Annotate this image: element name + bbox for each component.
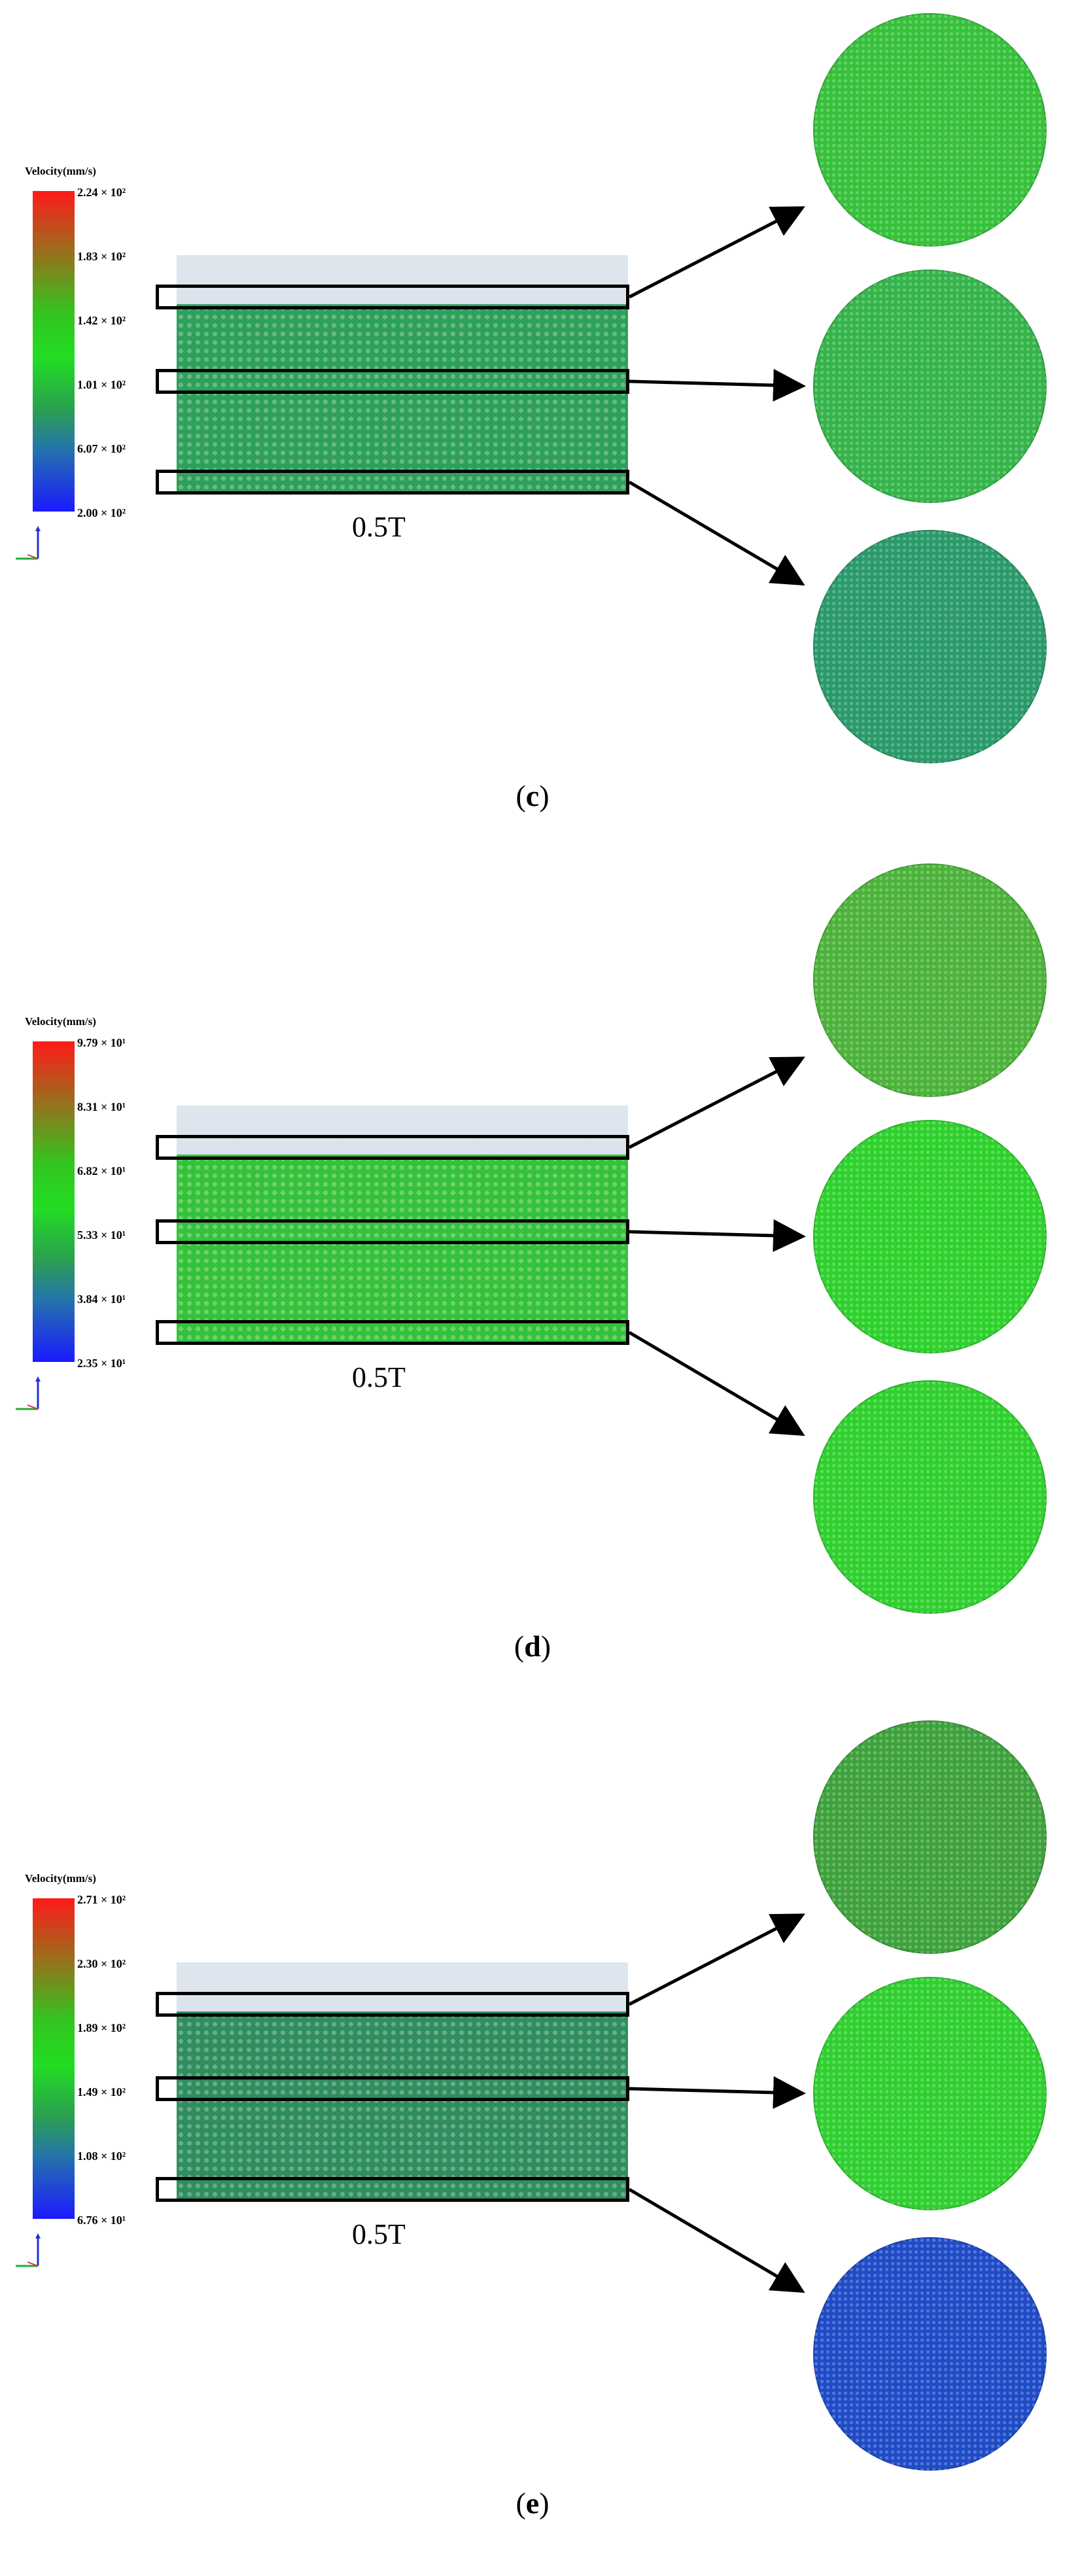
particle-bed [177,304,628,494]
colorbar-tick-label: 9.79 × 10¹ [77,1036,126,1049]
time-label: 0.5T [352,1361,406,1393]
figure-panel-e: Velocity(mm/s) 2.71 × 10² 2.30 × 10² 1.89 ×… [0,1707,1065,2558]
colorbar-tick-label: 3.84 × 10¹ [77,1293,126,1306]
slice-box-bottom [156,2177,629,2202]
colorbar [33,1041,75,1362]
figure-panel-d: Velocity(mm/s) 9.79 × 10¹ 8.31 × 10¹ 6.82 ×… [0,850,1065,1701]
arrow-middle [629,2076,806,2109]
colorbar-tick-label: 2.00 × 10² [77,506,126,519]
panel-label: (d) [514,1629,551,1663]
slice-box-middle [156,2076,629,2101]
arrow-bottom [628,480,805,586]
arrow-bottom [628,2187,805,2293]
cross-section-bottom [813,2237,1047,2471]
cross-section-top [813,863,1047,1097]
slice-box-bottom [156,1320,629,1345]
cross-section-top [813,1720,1047,1954]
colorbar-tick-label: 1.01 × 10² [77,378,126,391]
particle-bed-cylinder [177,255,628,494]
particle-bed [177,1155,628,1344]
colorbar-title: Velocity(mm/s) [25,1872,96,1885]
slice-box-top [156,285,629,309]
slice-box-bottom [156,470,629,495]
time-label: 0.5T [352,2218,406,2250]
arrow-top [628,1913,805,2006]
panel-letter: c [525,779,540,812]
colorbar-tick-label: 2.30 × 10² [77,1957,126,1970]
panel-label: (c) [515,779,550,812]
arrow-top [628,206,805,299]
time-label: 0.5T [352,511,406,543]
axis-triad-icon [16,2233,41,2267]
colorbar-tick-label: 5.33 × 10¹ [77,1228,126,1242]
colorbar-tick-label: 1.42 × 10² [77,314,126,327]
slice-box-top [156,1135,629,1160]
colorbar-tick-label: 2.35 × 10¹ [77,1357,126,1370]
figure-panel-c: Velocity(mm/s) 2.24 × 10² 1.83 × 10² 1.42 ×… [0,0,1065,850]
colorbar [33,191,75,512]
cross-section-bottom [813,1380,1047,1614]
colorbar-tick-label: 6.82 × 10¹ [77,1164,126,1177]
colorbar-tick-label: 6.76 × 10¹ [77,2214,126,2227]
particle-bed-cylinder [177,1962,628,2201]
particle-bed-cylinder [177,1105,628,1344]
colorbar [33,1898,75,2219]
axis-triad-icon [16,1376,41,1410]
particle-bed [177,2011,628,2201]
panel-letter: e [525,2486,540,2520]
colorbar-title: Velocity(mm/s) [25,165,96,177]
colorbar-tick-label: 6.07 × 10² [77,442,126,455]
slice-box-middle [156,1219,629,1244]
cross-section-bottom [813,530,1047,763]
arrow-bottom [628,1331,805,1436]
cross-section-top [813,13,1047,247]
colorbar-tick-label: 2.71 × 10² [77,1893,126,1906]
slice-box-middle [156,369,629,394]
axis-triad-icon [16,526,41,560]
colorbar-tick-label: 1.89 × 10² [77,2021,126,2034]
colorbar-title: Velocity(mm/s) [25,1015,96,1028]
arrow-top [628,1056,805,1149]
cross-section-middle [813,1977,1047,2210]
colorbar-tick-label: 1.83 × 10² [77,250,126,263]
colorbar-tick-label: 8.31 × 10¹ [77,1100,126,1113]
arrow-middle [629,1219,806,1252]
panel-label: (e) [515,2486,550,2520]
panel-letter: d [524,1629,541,1663]
colorbar-tick-label: 1.49 × 10² [77,2085,126,2098]
colorbar-tick-label: 2.24 × 10² [77,186,126,199]
cross-section-middle [813,1120,1047,1353]
slice-box-top [156,1992,629,2017]
cross-section-middle [813,270,1047,503]
colorbar-tick-label: 1.08 × 10² [77,2150,126,2163]
arrow-middle [629,368,806,402]
